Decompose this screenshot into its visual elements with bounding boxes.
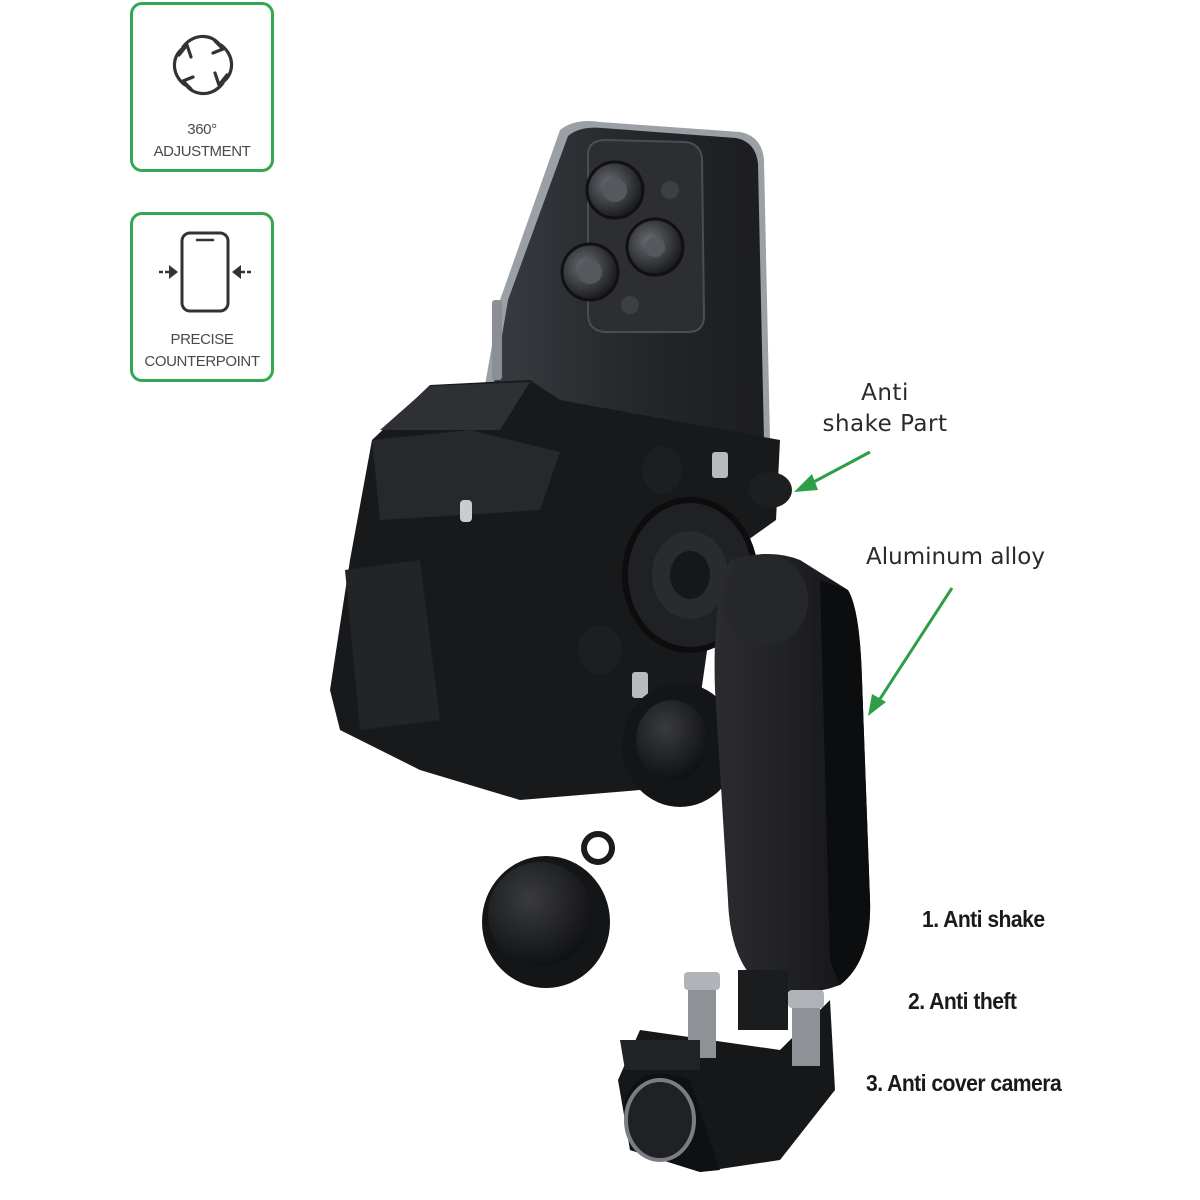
badge-360-adjustment: 360° ADJUSTMENT (130, 2, 274, 172)
feature-anti-theft: 2. Anti theft (908, 988, 1017, 1014)
phone (470, 121, 770, 470)
aluminum-arrow-icon (868, 587, 954, 716)
badge-label-line2: COUNTERPOINT (144, 353, 260, 370)
aluminum-arm (714, 554, 871, 993)
badge-precise-counterpoint: PRECISE COUNTERPOINT (130, 212, 274, 382)
anti-shake-callout-line1: Anti (861, 380, 909, 406)
badge-label-line2: ADJUSTMENT (153, 143, 251, 160)
anti-shake-callout-line2: shake Part (822, 411, 948, 437)
badge-label-line1: PRECISE (170, 331, 234, 348)
handlebar-clamp (618, 970, 835, 1172)
adjustment-knob (622, 683, 738, 807)
badge-label: PRECISE COUNTERPOINT (133, 329, 271, 373)
badge-label: 360° ADJUSTMENT (133, 119, 271, 163)
feature-anti-shake: 1. Anti shake (922, 906, 1045, 932)
anti-theft-cap (482, 831, 615, 988)
phone-clamp-icon (159, 231, 251, 313)
anti-shake-arrow-icon (794, 450, 871, 492)
badge-label-line1: 360° (187, 121, 217, 138)
aluminum-callout: Aluminum alloy (866, 544, 1045, 570)
anti-shake-callout: Anti shake Part (800, 378, 970, 440)
feature-anti-cover-camera: 3. Anti cover camera (866, 1070, 1062, 1096)
rotate-arrows-icon (172, 34, 234, 96)
